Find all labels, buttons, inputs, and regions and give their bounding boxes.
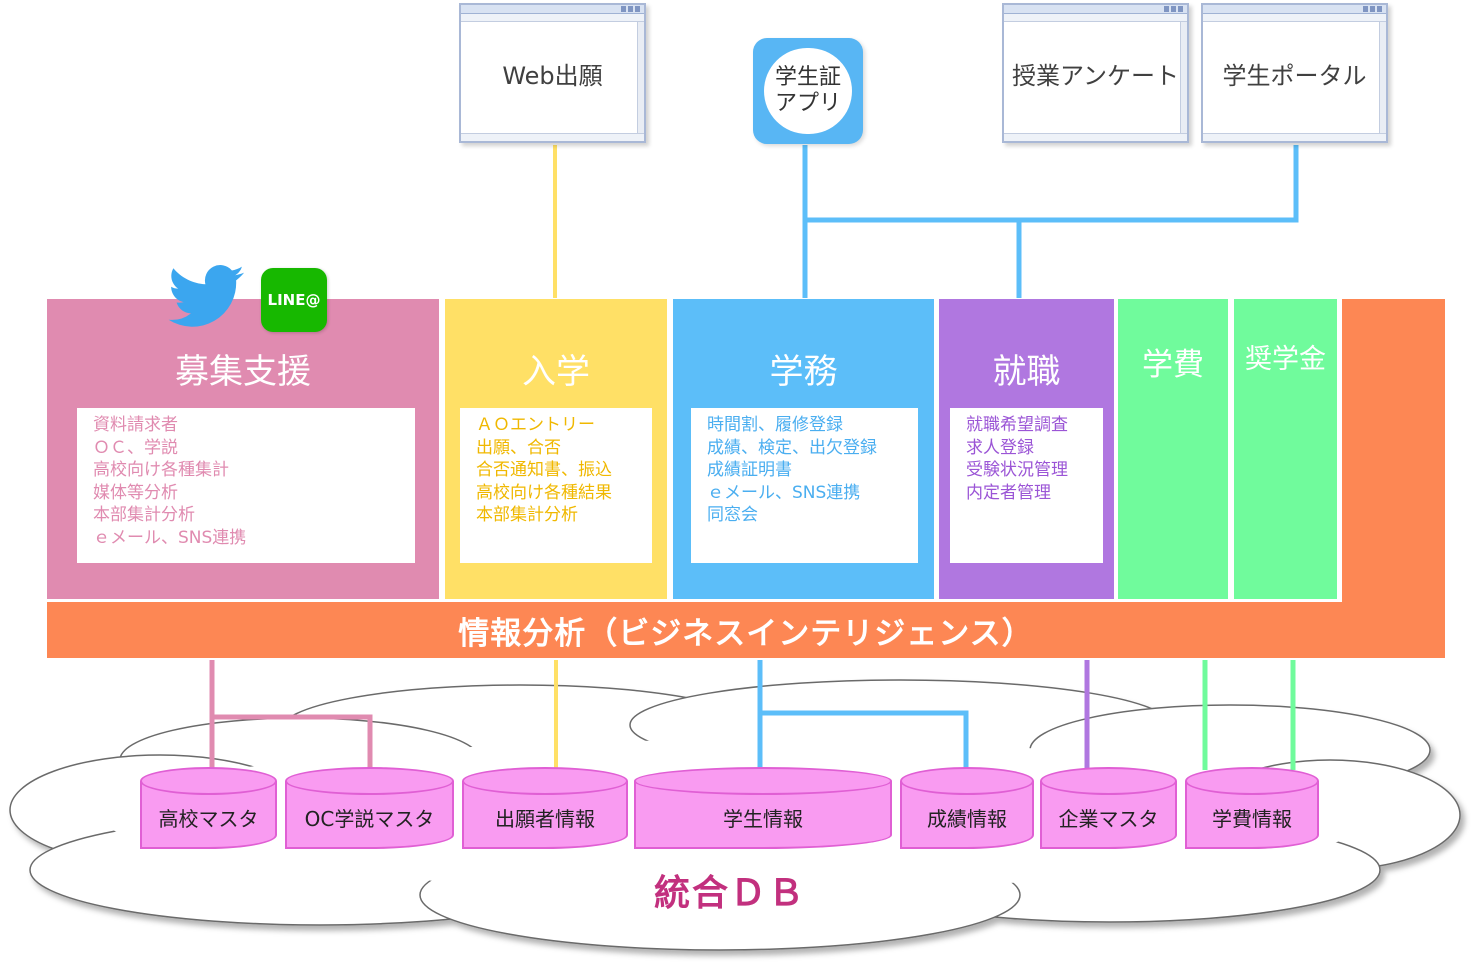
window-titlebar [1004, 5, 1187, 14]
scholarship-module: 奨学金 [1234, 299, 1337, 599]
db-company-master[interactable]: 企業マスタ [1040, 767, 1177, 849]
list-item: 成績、検定、出欠登録 [707, 437, 877, 458]
window-address-bar [1004, 14, 1187, 22]
line-label: LINE@ [267, 291, 321, 309]
list-item: 同窓会 [707, 505, 758, 525]
list-item: 媒体等分析 [93, 482, 178, 503]
window-statusbar [461, 133, 644, 141]
window-statusbar [1004, 133, 1187, 141]
list-item: ＡＯエントリー [476, 415, 595, 435]
window-titlebar [461, 5, 644, 14]
list-item: 求人登録 [966, 437, 1034, 458]
academic-module: 学務 時間割、履修登録 成績、検定、出欠登録 成績証明書 ｅメール、SNS連携 … [673, 299, 934, 599]
db-label: 出願者情報 [495, 806, 595, 831]
fees-module: 学費 [1118, 299, 1228, 599]
window-controls-icon [621, 6, 641, 12]
db-student-info[interactable]: 学生情報 [634, 767, 892, 849]
list-item: 高校向け各種結果 [476, 482, 612, 503]
career-items: 就職希望調査 求人登録 受験状況管理 内定者管理 [950, 408, 1103, 563]
student-id-app-label: 学生証 アプリ [774, 65, 841, 116]
academic-title: 学務 [769, 352, 838, 392]
class-survey-label: 授業アンケート [1011, 61, 1180, 90]
db-label: 学生情報 [723, 806, 803, 831]
db-high-school-master[interactable]: 高校マスタ [140, 767, 277, 849]
db-tuition-info[interactable]: 学費情報 [1185, 767, 1319, 849]
list-item: 本部集計分析 [93, 505, 195, 525]
recruit-module: 募集支援 資料請求者 ＯＣ、学説 高校向け各種集計 媒体等分析 本部集計分析 ｅ… [47, 299, 439, 599]
integrated-db-title: 統合ＤＢ [653, 873, 806, 914]
scholarship-title: 奨学金 [1245, 344, 1326, 375]
list-item: 本部集計分析 [476, 505, 578, 525]
list-item: 就職希望調査 [966, 415, 1068, 435]
list-item: 合否通知書、振込 [476, 460, 612, 480]
class-survey-window[interactable]: 授業アンケート [1002, 3, 1189, 143]
list-item: 受験状況管理 [966, 460, 1068, 480]
db-label: 高校マスタ [158, 806, 259, 831]
list-item: ＯＣ、学説 [93, 437, 178, 458]
recruit-items: 資料請求者 ＯＣ、学説 高校向け各種集計 媒体等分析 本部集計分析 ｅメール、S… [77, 408, 415, 563]
db-label: 成績情報 [927, 806, 1007, 831]
student-id-app-badge: 学生証 アプリ [764, 48, 852, 134]
academic-items: 時間割、履修登録 成績、検定、出欠登録 成績証明書 ｅメール、SNS連携 同窓会 [691, 408, 918, 563]
list-item: 出願、合否 [476, 437, 561, 458]
db-label: 学費情報 [1212, 806, 1292, 831]
db-applicant-info[interactable]: 出願者情報 [462, 767, 628, 849]
list-item: 内定者管理 [966, 482, 1051, 503]
window-address-bar [461, 14, 644, 22]
student-portal-label: 学生ポータル [1222, 61, 1367, 90]
list-item: ｅメール、SNS連携 [93, 527, 247, 548]
web-apply-label: Web出願 [502, 61, 603, 90]
db-grade-info[interactable]: 成績情報 [900, 767, 1034, 849]
window-titlebar [1203, 5, 1386, 14]
business-intelligence-bar: 情報分析（ビジネスインテリジェンス） [47, 602, 1445, 658]
line-icon: LINE@ [261, 268, 327, 332]
window-scrollbar [1180, 22, 1187, 133]
db-label: 企業マスタ [1058, 806, 1159, 831]
db-label: OC学説マスタ [304, 806, 435, 831]
list-item: 時間割、履修登録 [707, 415, 843, 435]
student-portal-window[interactable]: 学生ポータル [1201, 3, 1388, 143]
admission-items: ＡＯエントリー 出願、合否 合否通知書、振込 高校向け各種結果 本部集計分析 [460, 408, 652, 563]
window-scrollbar [637, 22, 644, 133]
list-item: 資料請求者 [93, 415, 178, 435]
web-apply-window[interactable]: Web出願 [459, 3, 646, 143]
career-module: 就職 就職希望調査 求人登録 受験状況管理 内定者管理 [939, 299, 1114, 599]
window-statusbar [1203, 133, 1386, 141]
bi-side-block [1342, 299, 1445, 609]
list-item: ｅメール、SNS連携 [707, 482, 861, 503]
window-address-bar [1203, 14, 1386, 22]
db-oc-master[interactable]: OC学説マスタ [285, 767, 454, 849]
window-controls-icon [1164, 6, 1184, 12]
admission-title: 入学 [522, 352, 590, 392]
admission-module: 入学 ＡＯエントリー 出願、合否 合否通知書、振込 高校向け各種結果 本部集計分… [445, 299, 667, 599]
recruit-title: 募集支援 [175, 352, 311, 392]
list-item: 高校向け各種集計 [93, 460, 229, 480]
fees-title: 学費 [1142, 347, 1204, 383]
list-item: 成績証明書 [707, 460, 792, 480]
career-title: 就職 [992, 352, 1061, 392]
window-scrollbar [1379, 22, 1386, 133]
student-id-app-icon[interactable]: 学生証 アプリ [753, 38, 863, 144]
twitter-icon [168, 265, 245, 327]
window-controls-icon [1363, 6, 1383, 12]
